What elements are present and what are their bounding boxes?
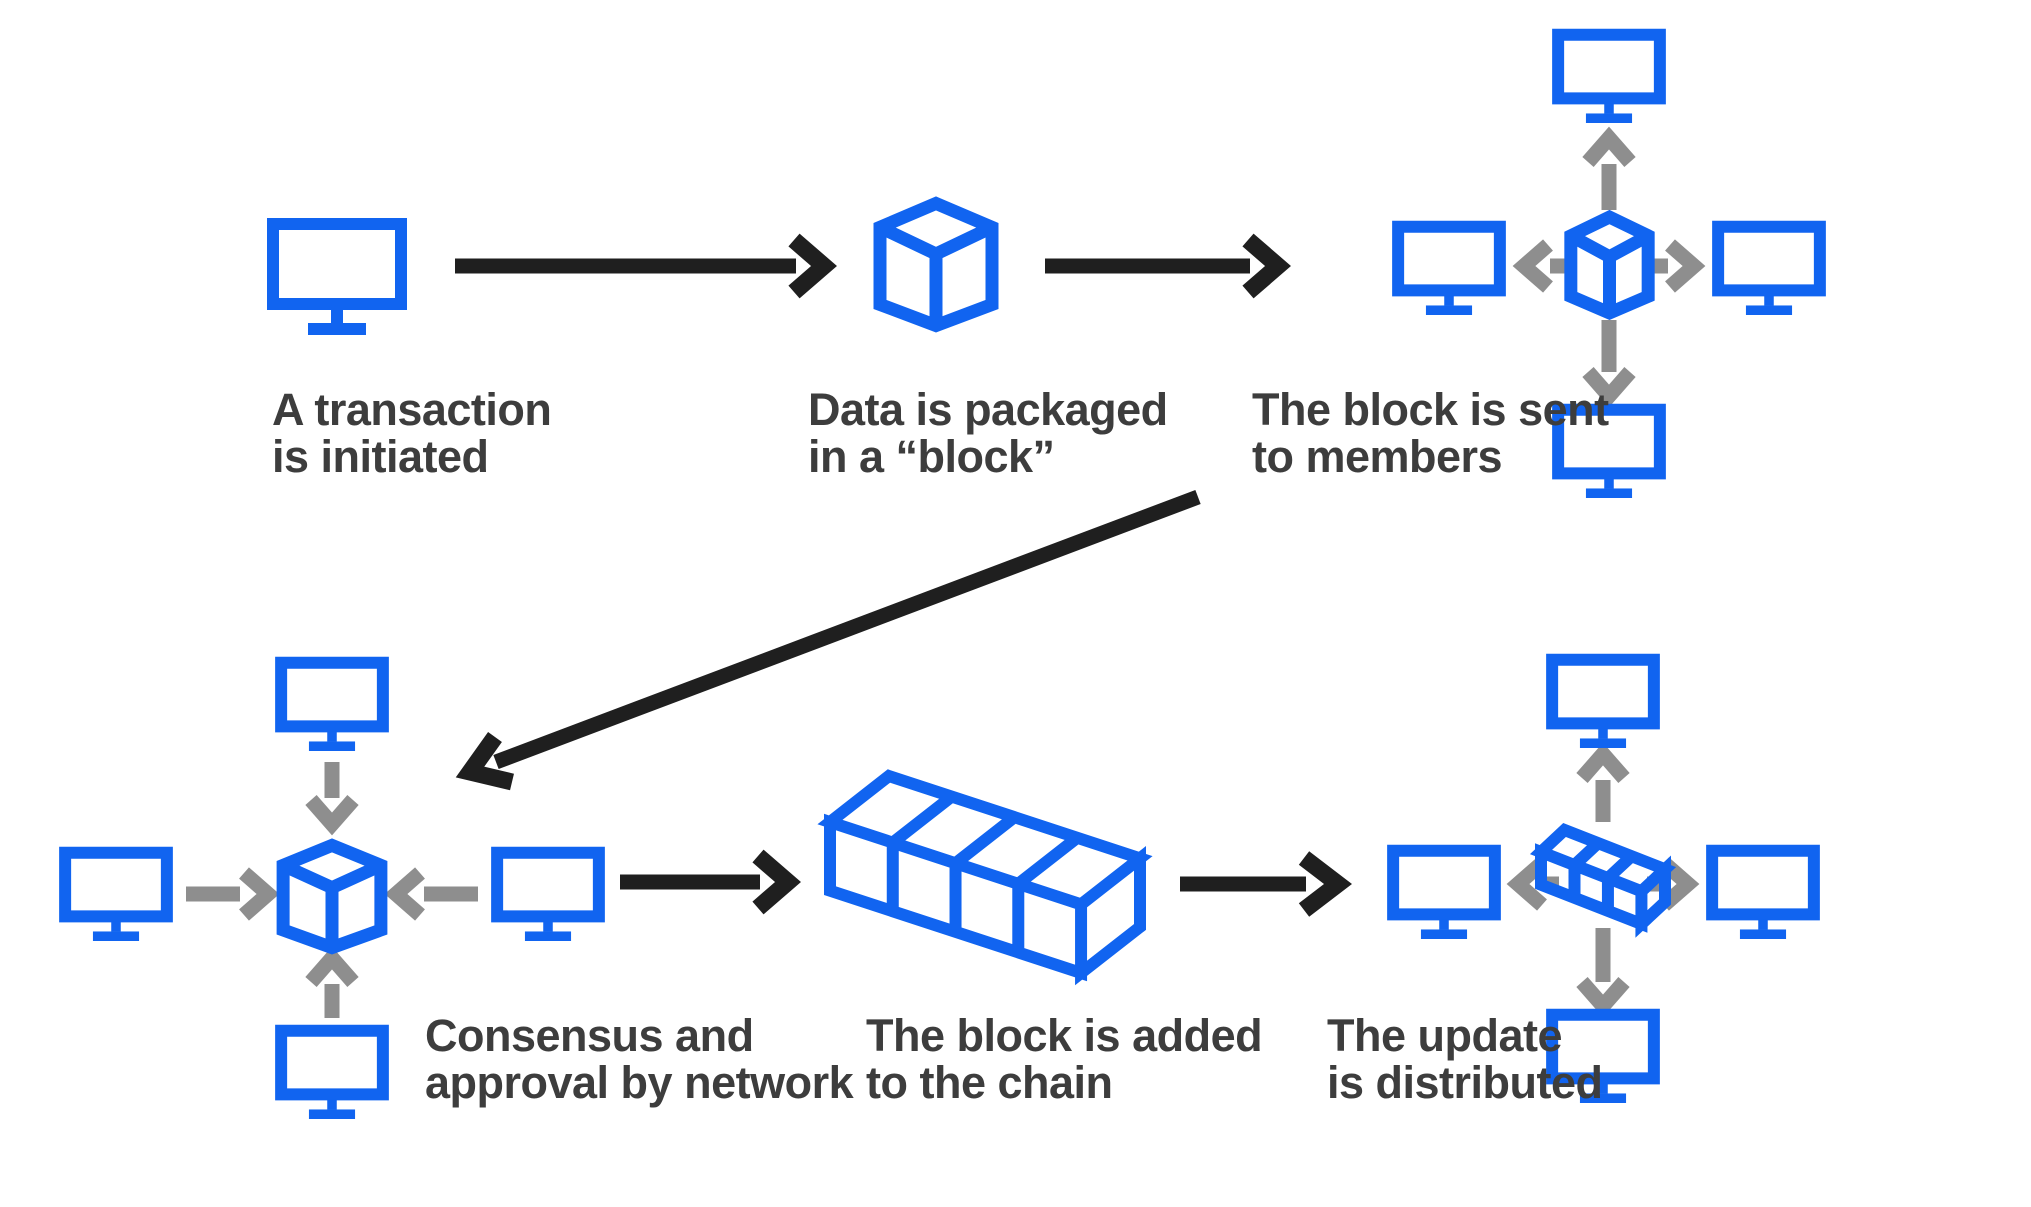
monitor-icon [1547, 1010, 1659, 1103]
monitor-icon [1547, 655, 1659, 748]
monitor-icon [276, 1026, 388, 1119]
monitor-icon [1393, 222, 1505, 315]
distribute-arrow-down-icon [1576, 928, 1630, 1018]
monitor-icon [1713, 222, 1825, 315]
step-label-consensus-approval: Consensus and approval by network [425, 1010, 854, 1108]
network-arrow-up-icon [1582, 126, 1636, 210]
label-line: A transaction [272, 384, 552, 435]
label-line: in a “block” [808, 431, 1055, 482]
label-line: The update [1327, 1010, 1563, 1061]
step-label-block-added: The block is added to the chain [866, 1010, 1263, 1108]
monitor-icon [1553, 405, 1665, 498]
consensus-arrow-from-right-icon [384, 867, 478, 921]
flow-arrow-step4-to-step5-icon [620, 849, 801, 915]
step-label-data-packaged: Data is packaged in a “block” [808, 386, 1168, 480]
monitor-icon [1388, 846, 1500, 939]
label-line: The block is added [866, 1010, 1263, 1061]
label-line: The block is sent [1252, 384, 1609, 435]
network-arrow-right-icon [1653, 239, 1706, 293]
label-line: is distributed [1327, 1057, 1603, 1108]
block-cube-icon [1566, 212, 1653, 318]
label-line: Consensus and [425, 1010, 754, 1061]
monitor-icon [1707, 846, 1819, 939]
distribute-arrow-up-icon [1576, 742, 1630, 822]
block-cube-icon [277, 840, 387, 953]
monitor-icon [1553, 30, 1665, 123]
flow-arrow-step1-to-step2-icon [455, 233, 837, 299]
consensus-arrow-from-bottom-icon [305, 946, 359, 1018]
flow-arrow-step5-to-step6-icon [1180, 851, 1352, 917]
label-line: is initiated [272, 431, 489, 482]
monitor-icon [492, 848, 604, 941]
step-label-block-sent: The block is sent to members [1252, 386, 1609, 480]
label-line: to members [1252, 431, 1503, 482]
label-line: Data is packaged [808, 384, 1168, 435]
label-line: to the chain [866, 1057, 1113, 1108]
flow-arrow-step3-to-step4-diagonal-icon [455, 489, 1201, 791]
blockchain-chain-icon [1541, 830, 1665, 924]
step-label-update-distributed: The update is distributed [1327, 1012, 1603, 1106]
block-cube-icon [873, 197, 999, 332]
consensus-arrow-from-left-icon [186, 867, 280, 921]
monitor-icon [60, 848, 172, 941]
monitor-icon [276, 658, 388, 751]
label-line: approval by network [425, 1057, 854, 1108]
network-arrow-left-icon [1512, 239, 1565, 293]
step-label-transaction-initiated: A transaction is initiated [272, 384, 552, 482]
monitor-icon [267, 218, 407, 335]
consensus-arrow-from-top-icon [305, 762, 359, 836]
blockchain-chain-icon [830, 776, 1140, 973]
flow-arrow-step2-to-step3-icon [1045, 233, 1291, 299]
